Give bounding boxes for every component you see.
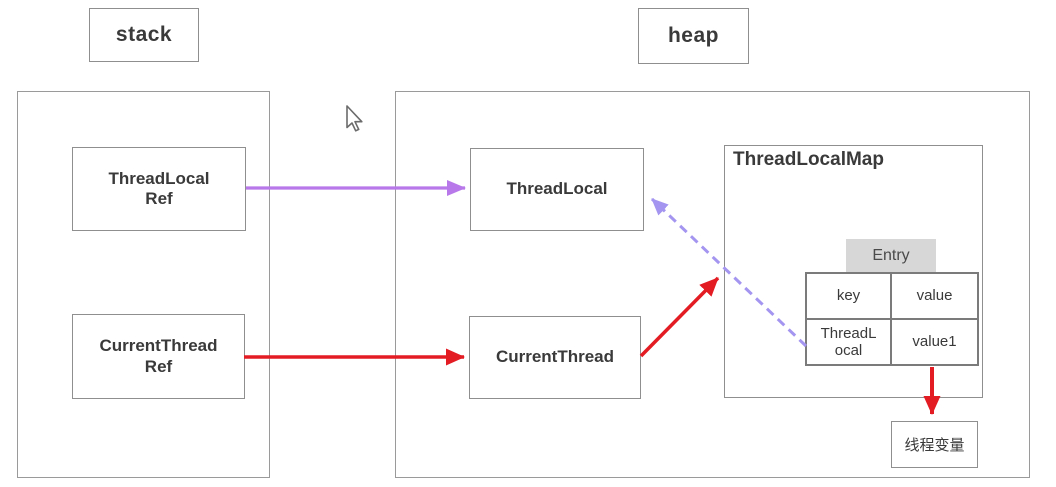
threadlocal-ref-box: ThreadLocal Ref	[72, 147, 246, 231]
mouse-cursor-icon	[346, 105, 363, 132]
stack-tag-box: stack	[89, 8, 199, 62]
heap-region: ThreadLocal CurrentThread ThreadLocalMap…	[395, 91, 1030, 478]
entry-tab: Entry	[846, 239, 936, 272]
entry-key-line1: ThreadL	[820, 324, 877, 342]
currentthread-ref-line1: CurrentThread	[99, 336, 218, 356]
entry-key-line2: ocal	[834, 342, 863, 359]
currentthread-ref-box: CurrentThread Ref	[72, 314, 245, 399]
stack-tag-label: stack	[115, 23, 173, 46]
entry-table-header-value: value	[891, 273, 978, 319]
threadlocal-ref-line1: ThreadLocal	[108, 168, 210, 188]
stack-region: ThreadLocal Ref CurrentThread Ref	[17, 91, 270, 478]
threadlocal-ref-line2: Ref	[145, 189, 173, 208]
entry-table-header-key: key	[806, 273, 891, 319]
threadlocalmap-title: ThreadLocalMap	[733, 149, 884, 170]
currentthread-box: CurrentThread	[469, 316, 641, 399]
currentthread-label: CurrentThread	[495, 347, 615, 367]
entry-label: Entry	[872, 246, 910, 264]
threadlocal-label: ThreadLocal	[506, 179, 608, 199]
entry-table-cell-key: ThreadL ocal	[806, 319, 891, 365]
threadlocal-box: ThreadLocal	[470, 148, 644, 231]
thread-variable-box: 线程变量	[891, 421, 978, 468]
entry-table: key value ThreadL ocal value1	[805, 272, 979, 366]
currentthread-ref-line2: Ref	[144, 356, 173, 376]
heap-tag-label: heap	[667, 24, 719, 47]
heap-tag-box: heap	[638, 8, 749, 64]
threadlocalmap-container: ThreadLocalMap Entry key value ThreadL o…	[724, 145, 983, 398]
thread-variable-label: 线程变量	[904, 437, 965, 454]
entry-table-cell-value: value1	[891, 319, 978, 365]
